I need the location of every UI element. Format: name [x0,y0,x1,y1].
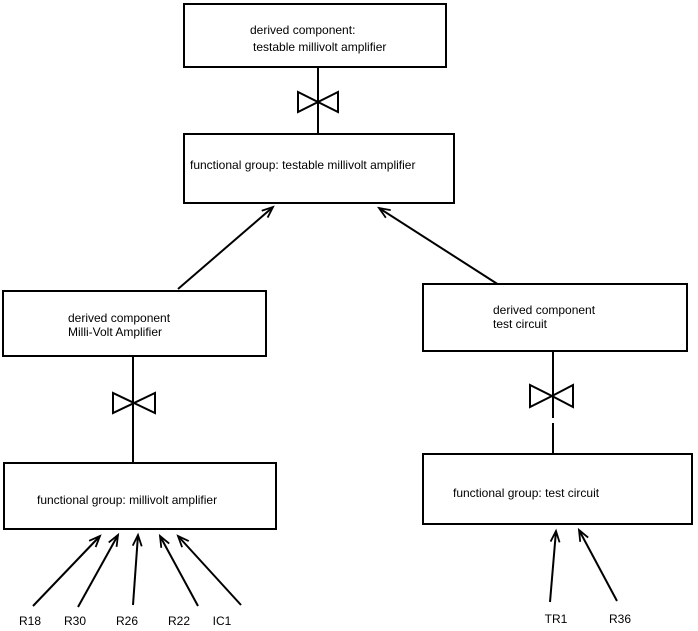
node-label-line: derived component [68,311,171,325]
bowtie-connector-icon [297,90,339,114]
component-label-r26: R26 [115,614,139,628]
node-label-line: test circuit [493,317,548,331]
bowtie-connector-icon [112,391,156,415]
component-label-tr1: TR1 [544,612,568,626]
node-derived-testable-millivolt-amplifier: derived component: testable millivolt am… [183,3,447,68]
arrow-r26-to-left-functional [131,532,143,606]
component-label-r36: R36 [608,612,632,626]
arrow-r18-to-left-functional [32,534,102,607]
arrow-r36-to-right-functional [577,527,618,602]
component-label-r30: R30 [63,614,87,628]
node-label-line: functional group: testable millivolt amp… [190,158,416,172]
component-label-r22: R22 [167,614,191,628]
node-label-line: derived component [493,303,596,317]
arrow-right-derived-to-top-functional [376,206,500,286]
node-label-line: Milli-Volt Amplifier [68,325,163,339]
component-label-ic1: IC1 [212,614,232,628]
node-functional-group-testable-millivolt-amplifier: functional group: testable millivolt amp… [183,133,455,204]
arrow-r22-to-left-functional [158,533,199,607]
node-derived-test-circuit: derived component test circuit [422,283,688,352]
arrow-ic1-to-left-functional [176,534,242,606]
node-label-line: functional group: millivolt amplifier [37,493,218,507]
arrow-left-derived-to-top-functional [177,205,275,290]
node-functional-group-millivolt-amplifier: functional group: millivolt amplifier [3,462,277,530]
node-label-line: derived component: [250,23,356,37]
node-label-line: testable millivolt amplifier [253,40,387,54]
node-derived-milli-volt-amplifier: derived component Milli-Volt Amplifier [2,290,267,357]
arrow-tr1-to-right-functional [549,528,561,603]
node-label-line: functional group: test circuit [453,486,600,500]
bowtie-connector-icon [529,383,574,409]
node-functional-group-test-circuit: functional group: test circuit [422,453,693,525]
arrow-r30-to-left-functional [77,532,120,608]
component-label-r18: R18 [18,614,42,628]
